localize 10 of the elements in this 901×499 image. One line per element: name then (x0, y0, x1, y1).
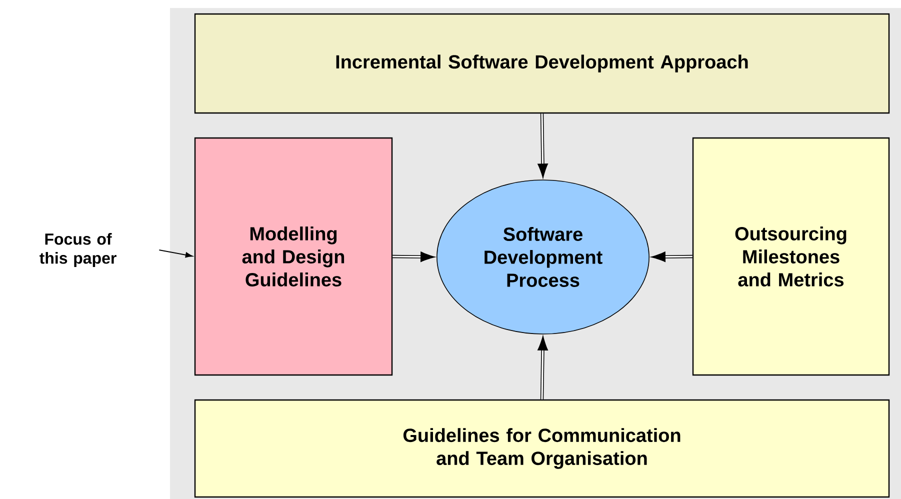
arrow (392, 252, 436, 262)
process-box: Modelling and Design Guidelines (194, 137, 393, 376)
arrow (158, 250, 193, 258)
annotation-text: Focus of this paper (40, 233, 116, 267)
process-box: Outsourcing Milestones and Metrics (692, 137, 890, 376)
arrow (538, 336, 548, 400)
process-box: Guidelines for Communication and Team Organisation (194, 399, 890, 498)
arrow (650, 252, 692, 262)
arrow (538, 114, 548, 178)
process-box: Incremental Software Development Approach (194, 13, 890, 114)
